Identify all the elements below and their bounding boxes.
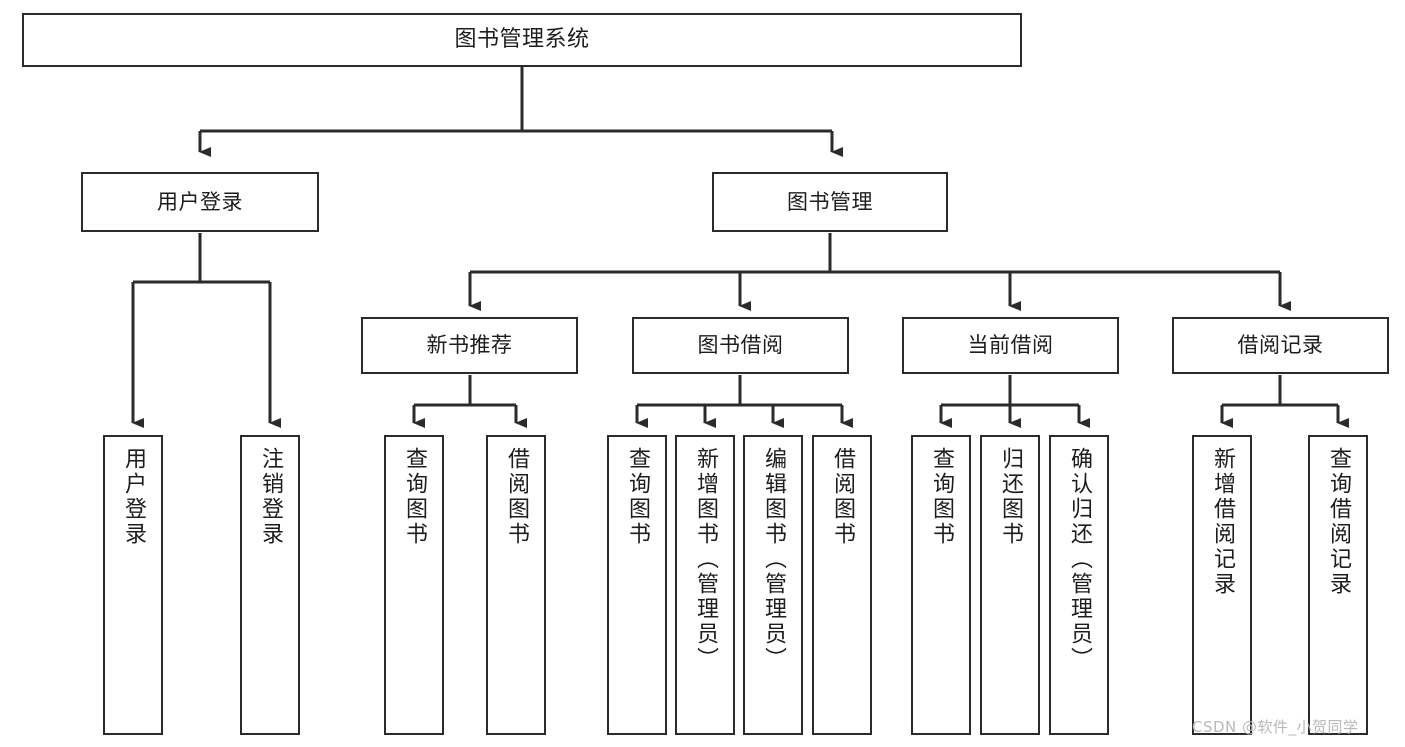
node-label: 用户登录: [157, 189, 243, 214]
node-label: 借阅记录: [1237, 333, 1324, 358]
leaf-book-borrow-edit-book-admin[interactable]: 编辑图书（管理员）: [743, 435, 803, 735]
leaf-book-borrow-query-book[interactable]: 查询图书: [607, 435, 667, 735]
node-label: 图书管理: [787, 189, 873, 214]
node-label: 查询图书: [929, 447, 954, 547]
leaf-book-borrow-borrow-book[interactable]: 借阅图书: [812, 435, 872, 735]
node-label: 用户登录: [121, 447, 146, 547]
node-label: 查询图书: [402, 447, 427, 547]
leaf-borrow-record-query-record[interactable]: 查询借阅记录: [1308, 435, 1368, 735]
leaf-new-book-query-book[interactable]: 查询图书: [384, 435, 444, 735]
node-book-management[interactable]: 图书管理: [712, 172, 948, 232]
node-label: 注销登录: [258, 447, 283, 547]
leaf-book-borrow-add-book-admin[interactable]: 新增图书（管理员）: [675, 435, 735, 735]
node-label: 当前借阅: [967, 333, 1054, 358]
leaf-borrow-record-add-record[interactable]: 新增借阅记录: [1192, 435, 1252, 735]
leaf-current-borrow-query-book[interactable]: 查询图书: [911, 435, 971, 735]
node-borrow-record[interactable]: 借阅记录: [1172, 317, 1389, 374]
leaf-current-borrow-return-book[interactable]: 归还图书: [980, 435, 1040, 735]
node-label: 新增图书（管理员）: [693, 447, 718, 672]
node-label: 确认归还（管理员）: [1067, 447, 1092, 672]
node-label: 查询借阅记录: [1326, 447, 1351, 597]
node-label: 新增借阅记录: [1210, 447, 1235, 597]
leaf-user-login-logout[interactable]: 注销登录: [240, 435, 300, 735]
node-label: 编辑图书（管理员）: [761, 447, 786, 672]
node-new-book-recommend[interactable]: 新书推荐: [361, 317, 578, 374]
node-label: 归还图书: [998, 447, 1023, 547]
node-current-borrow[interactable]: 当前借阅: [902, 317, 1119, 374]
leaf-current-borrow-confirm-return-admin[interactable]: 确认归还（管理员）: [1049, 435, 1109, 735]
leaf-user-login-login[interactable]: 用户登录: [103, 435, 163, 735]
csdn-watermark: CSDN @软件_小贺同学: [1192, 718, 1359, 736]
node-label: 图书管理系统: [454, 27, 590, 53]
node-book-borrow[interactable]: 图书借阅: [632, 317, 849, 374]
node-label: 查询图书: [625, 447, 650, 547]
node-label: 借阅图书: [830, 447, 855, 547]
node-root-book-management-system[interactable]: 图书管理系统: [22, 13, 1022, 67]
node-label: 借阅图书: [504, 447, 529, 547]
leaf-new-book-borrow-book[interactable]: 借阅图书: [486, 435, 546, 735]
node-label: 新书推荐: [426, 333, 513, 358]
node-user-login[interactable]: 用户登录: [81, 172, 319, 232]
node-label: 图书借阅: [697, 333, 784, 358]
